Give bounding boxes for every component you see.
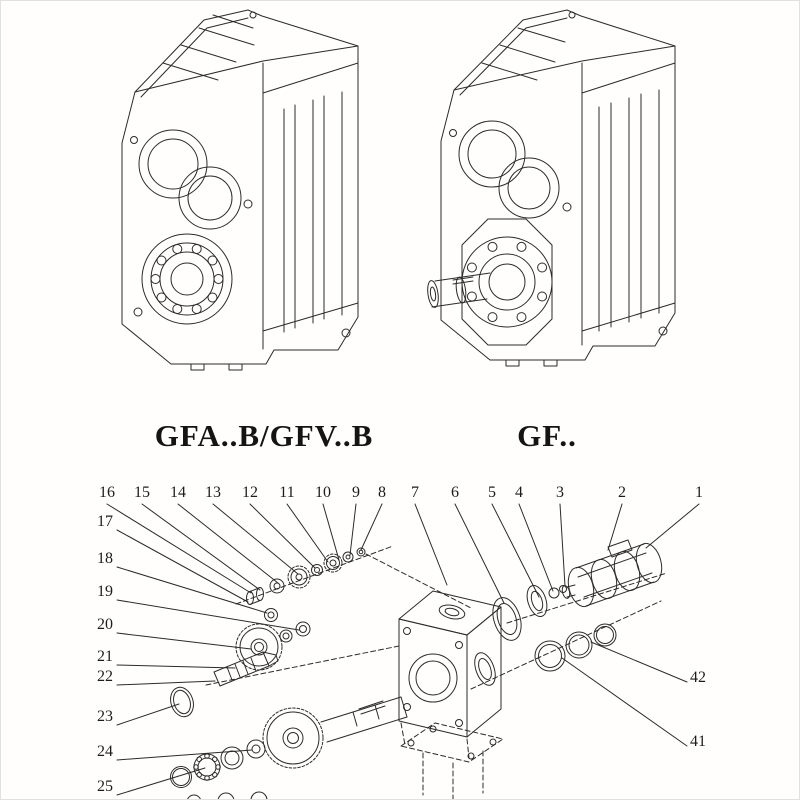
base-gasket — [401, 723, 503, 799]
callout-number: 10 — [315, 484, 331, 501]
callout-number: 21 — [97, 648, 113, 665]
callout-number: 11 — [279, 484, 295, 501]
output-shaft-parts — [171, 697, 408, 788]
gearbox-drawing-gfab — [122, 10, 358, 370]
output-shaft — [426, 273, 490, 308]
callout-number: 6 — [451, 484, 459, 501]
callout-number: 4 — [515, 484, 523, 501]
callout-number: 20 — [97, 616, 113, 633]
electric-motor — [561, 540, 666, 609]
motor-flange-parts — [488, 583, 567, 644]
callout-number: 3 — [556, 484, 564, 501]
terminal-box — [608, 540, 632, 557]
callout-number: 17 — [97, 513, 113, 530]
callout-number: 8 — [378, 484, 386, 501]
gear-housing — [399, 591, 501, 737]
retaining-rings — [535, 624, 616, 671]
assembly-axes — [206, 546, 667, 689]
motor-shaft — [561, 585, 571, 599]
callout-number: 22 — [97, 668, 113, 685]
callout-number: 14 — [170, 484, 186, 501]
cropped-bottom-parts — [187, 792, 267, 800]
callout-number: 12 — [242, 484, 258, 501]
callout-number: 19 — [97, 583, 113, 600]
gearbox-drawing-gf — [426, 10, 675, 366]
callout-number: 7 — [411, 484, 419, 501]
callout-number: 13 — [205, 484, 221, 501]
callout-number: 9 — [352, 484, 360, 501]
input-bosses — [459, 121, 559, 218]
model-label-foot-mounted: GFA..B/GFV..B — [154, 418, 374, 453]
callout-number: 25 — [97, 778, 113, 795]
input-bosses — [139, 130, 241, 229]
intermediate-gear-parts — [167, 622, 310, 720]
model-label-flange-mounted: GF.. — [517, 418, 577, 453]
lifting-eye-hole — [250, 12, 256, 18]
callout-number: 16 — [99, 484, 115, 501]
callout-number: 41 — [690, 733, 706, 750]
leader-lines — [107, 504, 699, 795]
lifting-eye-hole — [569, 12, 575, 18]
callout-number: 15 — [134, 484, 150, 501]
output-flange — [462, 219, 552, 345]
callout-number: 18 — [97, 550, 113, 567]
exploded-parts-diagram — [107, 504, 699, 800]
callout-number: 23 — [97, 708, 113, 725]
output-bearing — [142, 234, 232, 324]
callout-number: 42 — [690, 669, 706, 686]
callout-number: 5 — [488, 484, 496, 501]
callout-number: 1 — [695, 484, 703, 501]
input-shaft-parts — [247, 548, 366, 622]
callout-number: 24 — [97, 743, 113, 760]
callout-number: 2 — [618, 484, 626, 501]
